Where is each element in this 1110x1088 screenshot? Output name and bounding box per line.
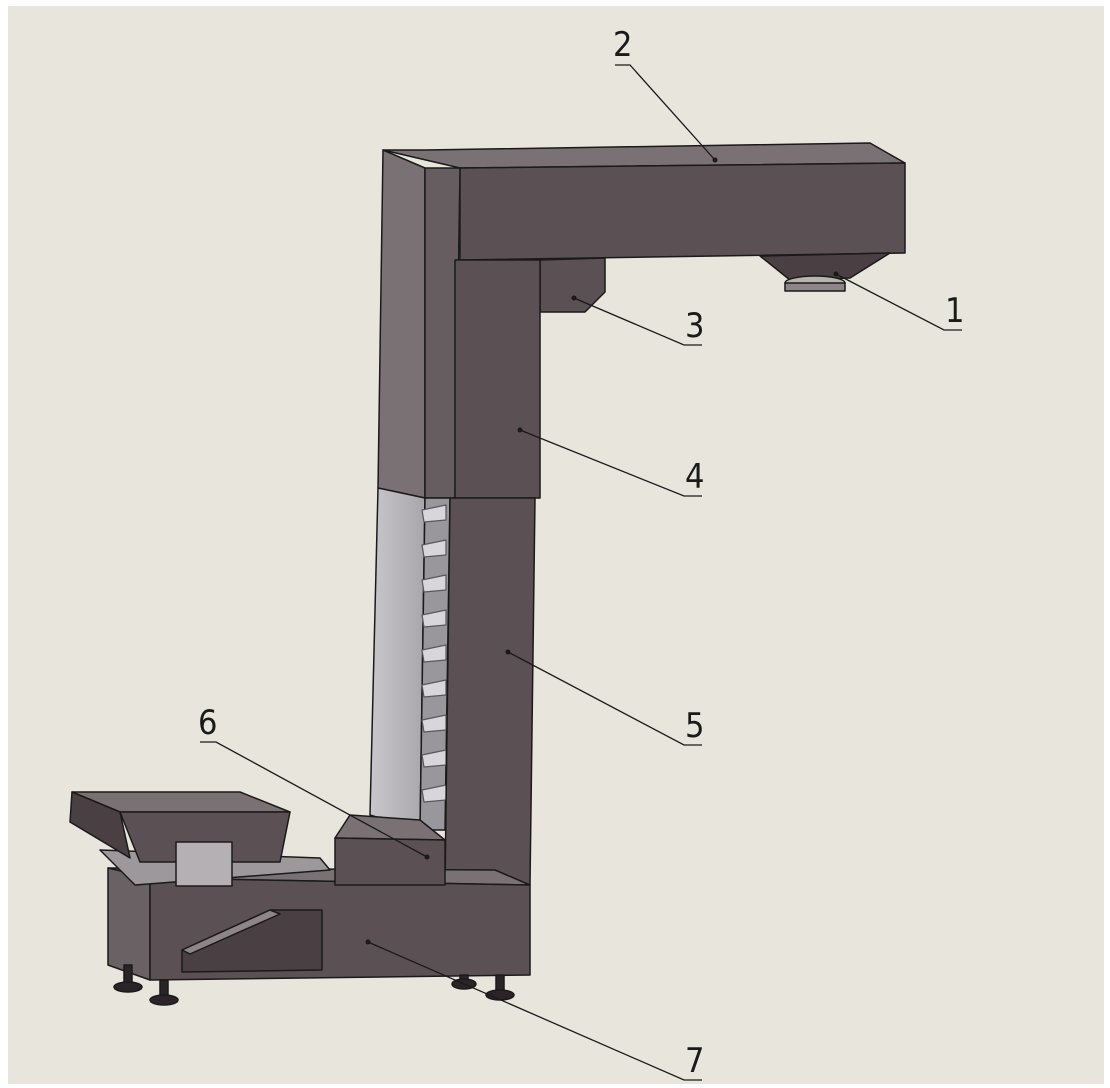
callout-1: 1 — [945, 291, 964, 331]
head-front-face — [459, 162, 906, 261]
callout-6: 6 — [198, 703, 217, 743]
leader-4 — [519, 429, 702, 497]
leader-5 — [507, 651, 702, 746]
callout-2: 2 — [613, 25, 632, 65]
hopper-support — [175, 841, 233, 887]
column-front-upper — [454, 259, 541, 499]
leader-3 — [573, 297, 702, 346]
leader-6 — [200, 741, 428, 858]
buckets — [421, 504, 447, 803]
callout-4: 4 — [685, 457, 704, 497]
column-side-upper — [377, 149, 426, 499]
column-glass-window — [369, 487, 426, 831]
callout-3: 3 — [685, 306, 704, 346]
elevator-machine — [69, 142, 906, 1006]
leader-7 — [367, 941, 702, 1081]
callout-7: 7 — [685, 1041, 704, 1081]
leader-dots — [365, 157, 839, 945]
leader-2 — [615, 64, 716, 161]
leader-1 — [835, 273, 962, 331]
column-front-lower — [444, 497, 536, 886]
feed-inlet-front — [334, 837, 446, 886]
base-feet — [113, 964, 515, 1006]
feed-hopper-body — [119, 811, 291, 863]
discharge-spout — [759, 252, 891, 281]
head-top-face — [382, 142, 906, 169]
leader-lines — [200, 64, 962, 1081]
feed-hopper-front — [69, 791, 131, 859]
callout-5: 5 — [685, 706, 704, 746]
